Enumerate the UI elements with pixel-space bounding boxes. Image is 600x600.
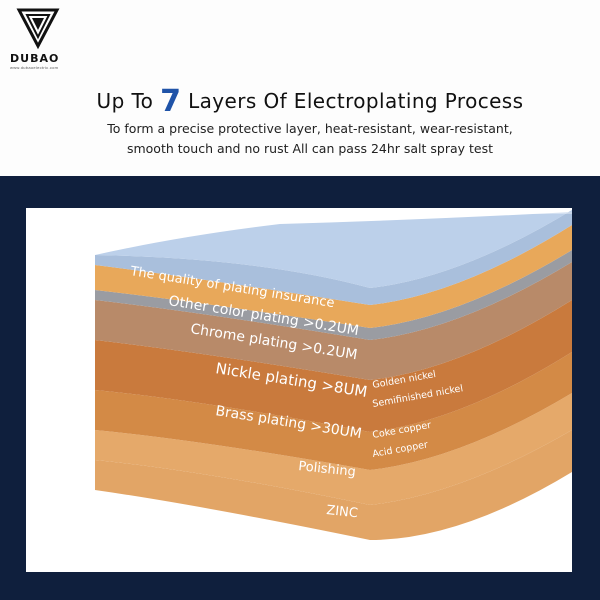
title-number: 7 bbox=[160, 84, 182, 119]
layer-band-brass bbox=[95, 352, 572, 470]
header-area bbox=[0, 0, 600, 176]
brand-subtext: www.dubaoelectric.com bbox=[10, 65, 59, 70]
brand-name: DUBAO bbox=[10, 52, 60, 65]
title-suffix: Layers Of Electroplating Process bbox=[181, 89, 524, 113]
layer-label-zinc: ZINC bbox=[326, 503, 359, 521]
subtitle-line-2: smooth touch and no rust All can pass 24… bbox=[126, 141, 494, 156]
layer-top-surface bbox=[95, 210, 572, 288]
title-prefix: Up To bbox=[96, 89, 161, 113]
layer-band-chrome-grey bbox=[95, 250, 572, 340]
layer-band-nickle bbox=[95, 300, 572, 432]
layer-band-quality bbox=[95, 210, 572, 305]
layer-label-polishing: Polishing bbox=[298, 459, 357, 480]
page-title: Up To 7 Layers Of Electroplating Process bbox=[0, 84, 600, 119]
layer-band-polishing bbox=[95, 393, 572, 505]
layer-band-chrome bbox=[95, 262, 572, 380]
subtitle-line-1: To form a precise protective layer, heat… bbox=[107, 121, 513, 136]
layer-band-other-color bbox=[95, 225, 572, 328]
top-sheen bbox=[94, 212, 572, 214]
shield-logo-icon bbox=[16, 8, 60, 50]
layer-band-zinc bbox=[95, 430, 572, 540]
brand-logo: DUBAO www.dubaoelectric.com bbox=[8, 6, 72, 70]
